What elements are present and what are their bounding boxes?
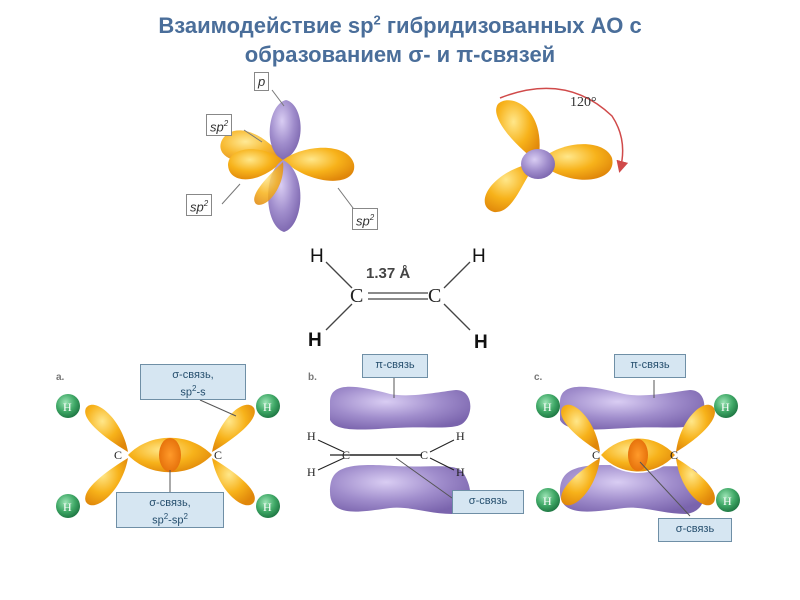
sp2-lobe-right — [283, 147, 355, 181]
ethylene-h-bottom-left: H — [308, 330, 322, 351]
panel-b-h3: H — [456, 429, 465, 443]
panel-c-h2: H — [543, 494, 552, 508]
panel-b-letter: b. — [308, 372, 317, 383]
panel-a-h1: H — [63, 400, 72, 414]
panel-a-h4: H — [263, 500, 272, 514]
title-line1: Взаимодействие sp2 гибридизованных АО с — [158, 13, 642, 39]
ethylene-carbon-right: C — [428, 285, 441, 307]
panel-b-h1: H — [307, 429, 316, 443]
ethylene-h-top-left: H — [310, 246, 324, 267]
panel-b-pi: C C H H H H — [307, 378, 471, 514]
panel-c-c1: C — [592, 448, 600, 462]
callout-c-top: π-связь — [614, 354, 686, 378]
trigonal-sp2-view: 120° — [484, 87, 629, 213]
panel-b-h2: H — [307, 465, 316, 479]
sp2-lobe-left — [228, 149, 283, 180]
title-line2: образованием σ- и π-связей — [244, 42, 556, 68]
callout-a-top-line2: sp2-s — [180, 384, 206, 399]
sp2-lobe-up — [496, 100, 540, 162]
sp2-pointer-1 — [243, 129, 263, 143]
sp2-p-orbital-set — [220, 89, 357, 232]
pi-lobe-top — [330, 386, 471, 430]
tag-sp2-2: sp2 — [186, 194, 213, 217]
sp2-lobe-downleft — [484, 162, 538, 213]
ethylene-structure: C C H H H H 1.37 Å — [308, 246, 488, 353]
callout-c-bottom: σ-связь — [658, 518, 732, 542]
callout-b-top: π-связь — [362, 354, 428, 378]
ethylene-h-top-right: H — [472, 246, 486, 267]
tag-sp2-1: sp2 — [206, 114, 233, 137]
callout-a-top: σ-связь, sp2-s — [140, 364, 246, 400]
panel-a-h2: H — [63, 500, 72, 514]
panel-c-letter: c. — [534, 372, 543, 383]
sp2-lobe-lower — [254, 162, 284, 205]
panel-c-sigma-pi: H H H H C C — [536, 380, 740, 517]
sp2-pointer-2 — [221, 183, 241, 205]
panel-c-h1: H — [543, 400, 552, 414]
pi-lobe-bottom — [330, 465, 471, 514]
panel-b-c1: C — [342, 448, 350, 462]
angle-arrow — [499, 87, 629, 173]
bond-length-label: 1.37 Å — [366, 265, 410, 282]
panel-a-c2: C — [214, 448, 222, 462]
tag-sp2-3: sp2 — [352, 208, 379, 231]
panel-a-letter: a. — [56, 372, 65, 383]
callout-b-bottom: σ-связь — [452, 490, 524, 514]
angle-label: 120° — [570, 95, 597, 110]
panel-b-h4: H — [456, 465, 465, 479]
callout-a-bottom: σ-связь, sp2-sp2 — [116, 492, 224, 528]
page-title: Взаимодействие sp2 гибридизованных АО с … — [0, 6, 800, 69]
sp2-lobe-right-2 — [538, 144, 613, 180]
panel-b-c2: C — [420, 448, 428, 462]
callout-a-bottom-line2: sp2-sp2 — [152, 512, 188, 527]
ethylene-carbon-left: C — [350, 285, 363, 307]
p-lobe-top — [269, 100, 301, 160]
panel-a-c1: C — [114, 448, 122, 462]
nucleus-p-orbital — [521, 149, 555, 179]
panel-c-c2: C — [670, 448, 678, 462]
panel-a-h3: H — [263, 400, 272, 414]
tag-p: p — [254, 72, 270, 91]
panel-c-h3: H — [721, 400, 730, 414]
panel-a-sigma: H H H H C C — [56, 394, 280, 518]
p-pointer — [271, 89, 285, 107]
panel-c-h4: H — [723, 494, 732, 508]
ethylene-h-bottom-right: H — [474, 332, 488, 353]
